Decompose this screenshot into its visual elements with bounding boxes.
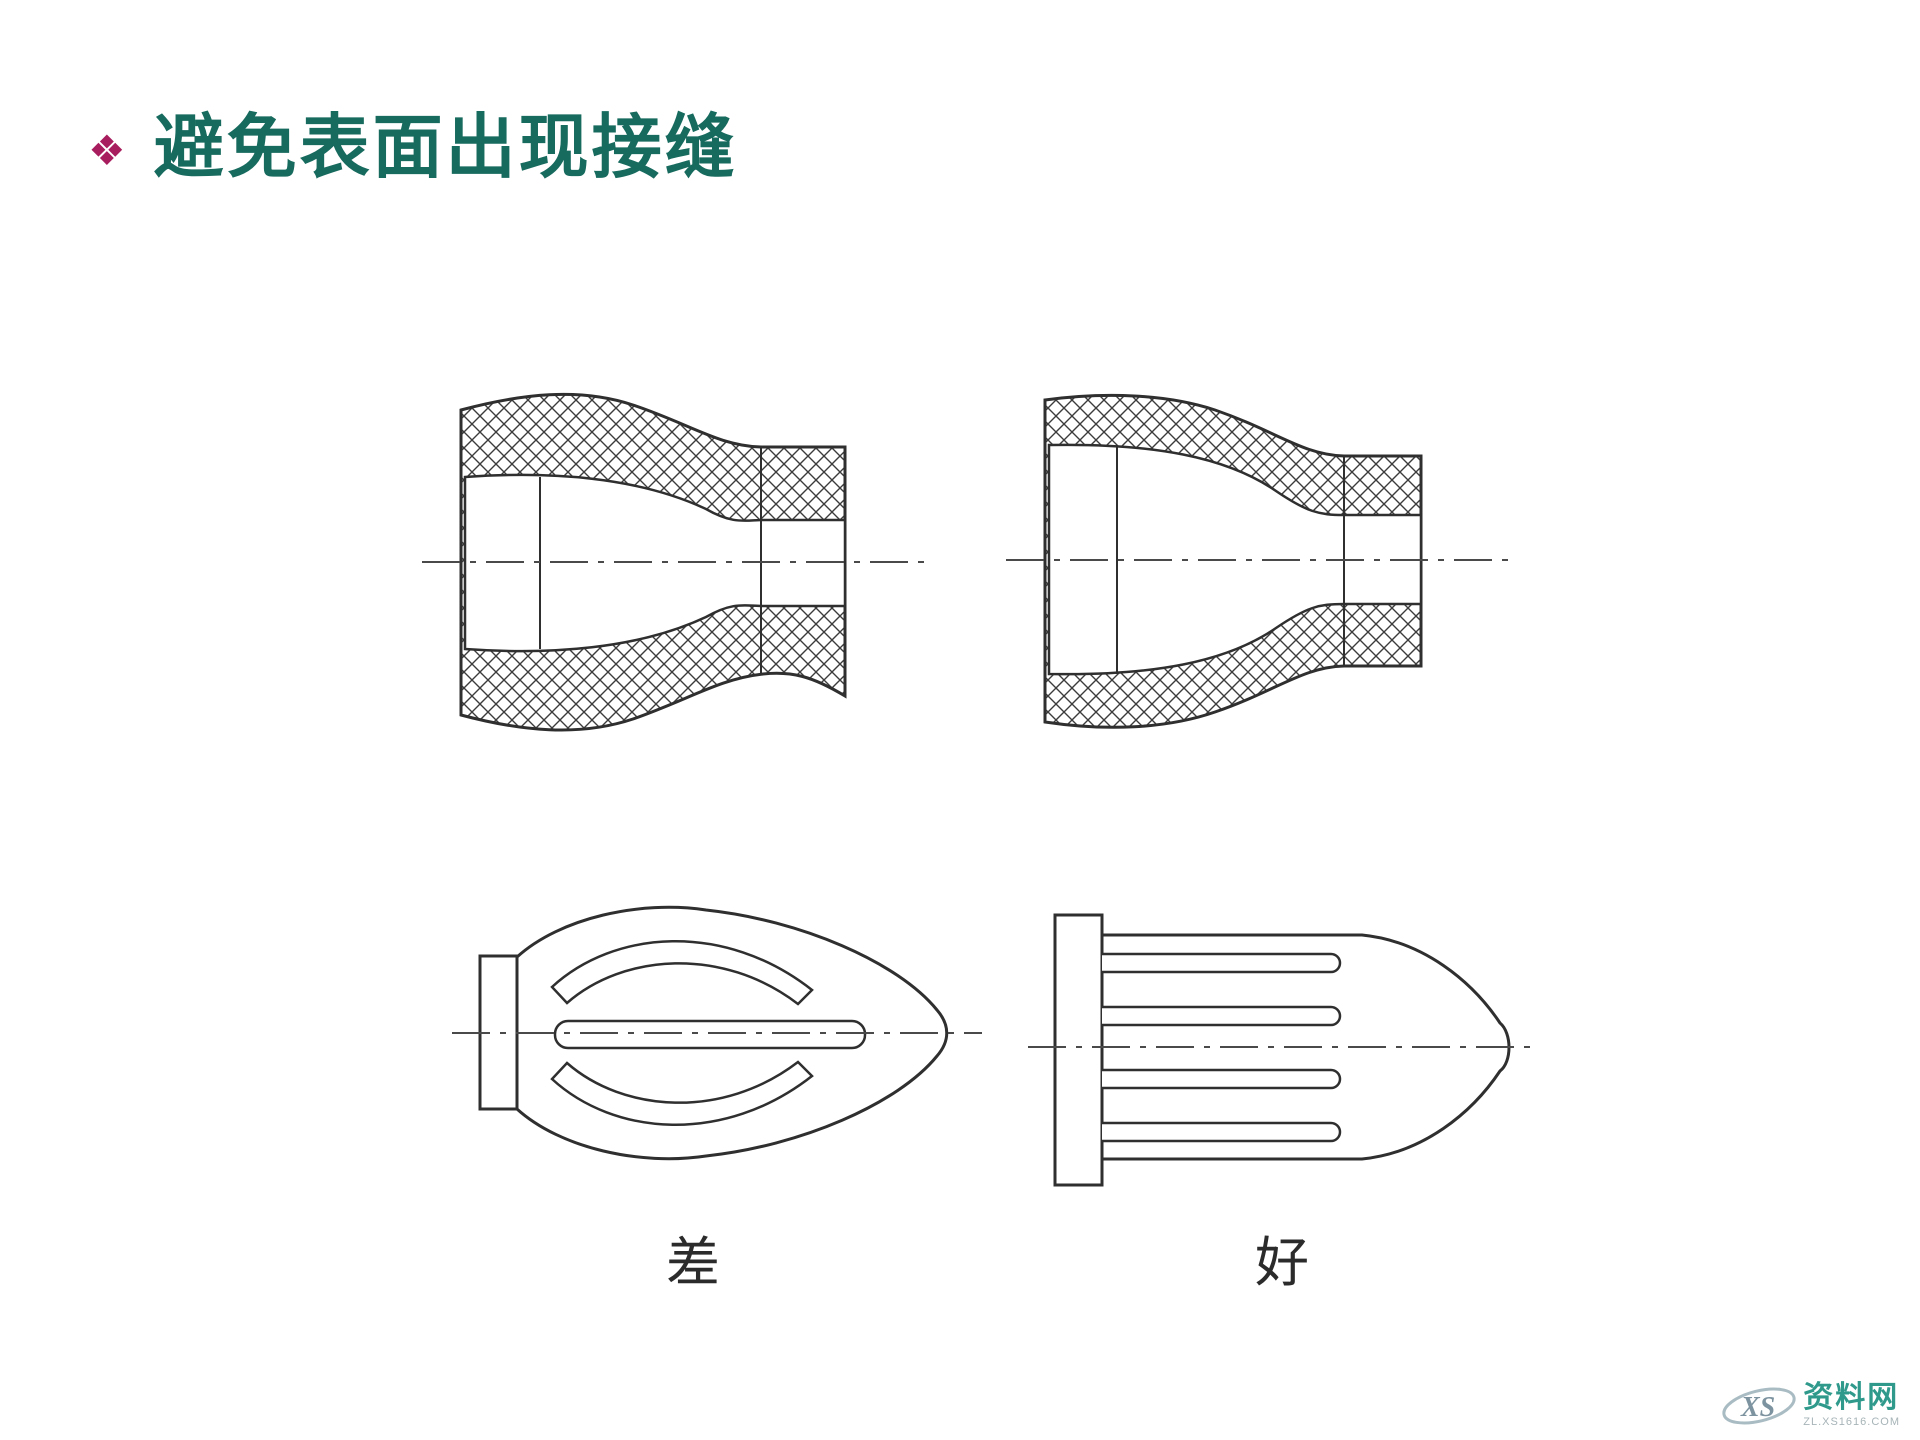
figure-anchor-plug-good [1028, 913, 1536, 1187]
slot-bottom [550, 1060, 814, 1126]
figure-anchor-plug-poor [452, 905, 982, 1161]
figure-nozzle-section-good [1006, 393, 1512, 729]
watermark-text: 资料网 ZL.XS1616.COM [1803, 1380, 1900, 1428]
slot-4 [1102, 1121, 1342, 1143]
diamond-bullet-icon: ❖ [88, 127, 126, 174]
slot-middle [553, 1019, 867, 1050]
slot-1 [1102, 952, 1342, 974]
inner-cavity [463, 473, 847, 653]
watermark-logo-text: XS [1740, 1392, 1775, 1423]
page-title: 避免表面出现接缝 [153, 108, 738, 186]
slot-3 [1102, 1068, 1342, 1090]
flange [1053, 913, 1104, 1187]
slot-top [550, 940, 814, 1006]
slide-title-row: ❖ 避免表面出现接缝 [88, 112, 738, 182]
watermark-site-name: 资料网 [1803, 1380, 1900, 1414]
label-poor: 差 [666, 1233, 720, 1293]
slot-2 [1102, 1005, 1342, 1027]
label-good: 好 [1255, 1233, 1309, 1293]
figure-nozzle-section-poor [422, 392, 928, 732]
watermark-site-url: ZL.XS1616.COM [1803, 1415, 1900, 1428]
watermark-logo-icon: XS [1722, 1387, 1796, 1425]
watermark: XS 资料网 ZL.XS1616.COM [1715, 1378, 1900, 1432]
